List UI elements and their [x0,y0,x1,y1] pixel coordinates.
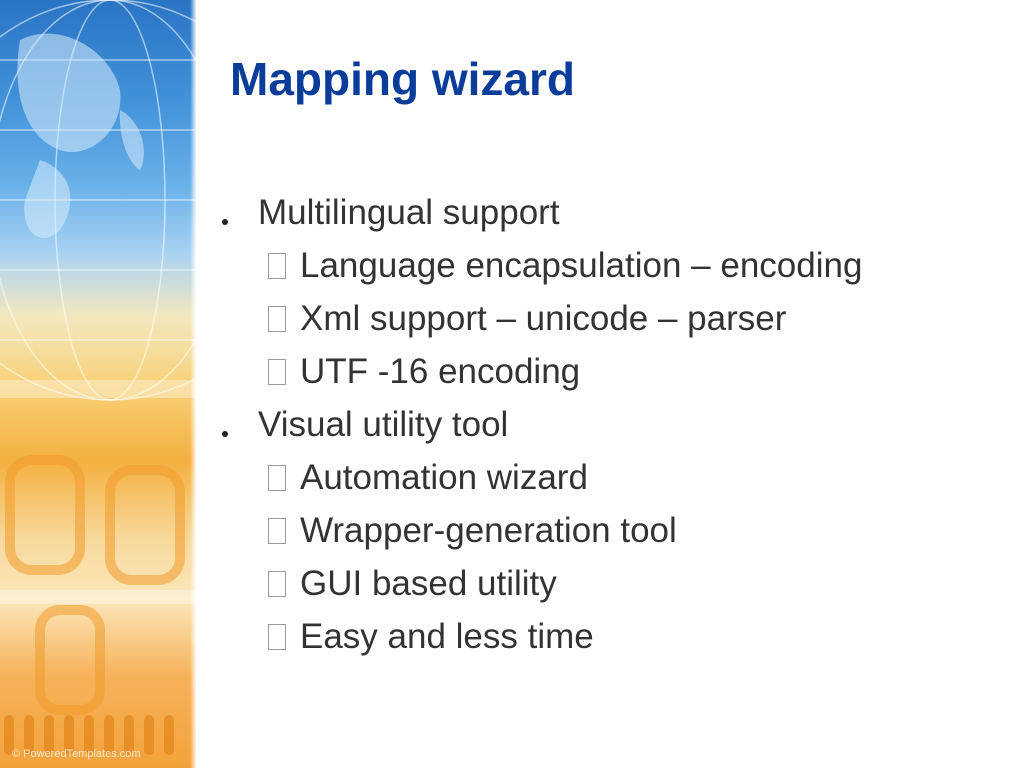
sub-bullet-text: Xml support – unicode – parser [300,299,787,338]
bullet-dot-icon [222,219,228,225]
sub-bullet-text: UTF -16 encoding [300,352,581,391]
sub-bullet-item: Language encapsulation – encoding [268,246,862,286]
missing-glyph-box-icon [268,571,286,597]
sub-bullet-item: Automation wizard [268,458,588,498]
sub-bullet-text: Language encapsulation – encoding [300,246,863,285]
missing-glyph-box-icon [268,306,286,332]
side-image-fade [190,0,196,768]
sub-bullet-item: Xml support – unicode – parser [268,299,786,339]
sub-bullet-text: Automation wizard [300,458,588,497]
globe-graphic [0,0,196,755]
watermark-text: © PoweredTemplates.com [12,748,141,760]
slide-title: Mapping wizard [230,53,575,105]
sub-bullet-text: GUI based utility [300,564,557,603]
bullet-label: Multilingual support [258,193,560,232]
sub-bullet-item: GUI based utility [268,564,557,604]
missing-glyph-box-icon [268,359,286,385]
sub-bullet-item: UTF -16 encoding [268,352,580,392]
missing-glyph-box-icon [268,518,286,544]
bullet-label: Visual utility tool [258,405,509,444]
missing-glyph-box-icon [268,465,286,491]
missing-glyph-box-icon [268,253,286,279]
sub-bullet-item: Wrapper-generation tool [268,511,677,551]
sub-bullet-item: Easy and less time [268,617,594,657]
missing-glyph-box-icon [268,624,286,650]
bullet-dot-icon [222,431,228,437]
decorative-side-image: © PoweredTemplates.com [0,0,196,768]
sub-bullet-text: Easy and less time [300,617,594,656]
sub-bullet-text: Wrapper-generation tool [300,511,677,550]
